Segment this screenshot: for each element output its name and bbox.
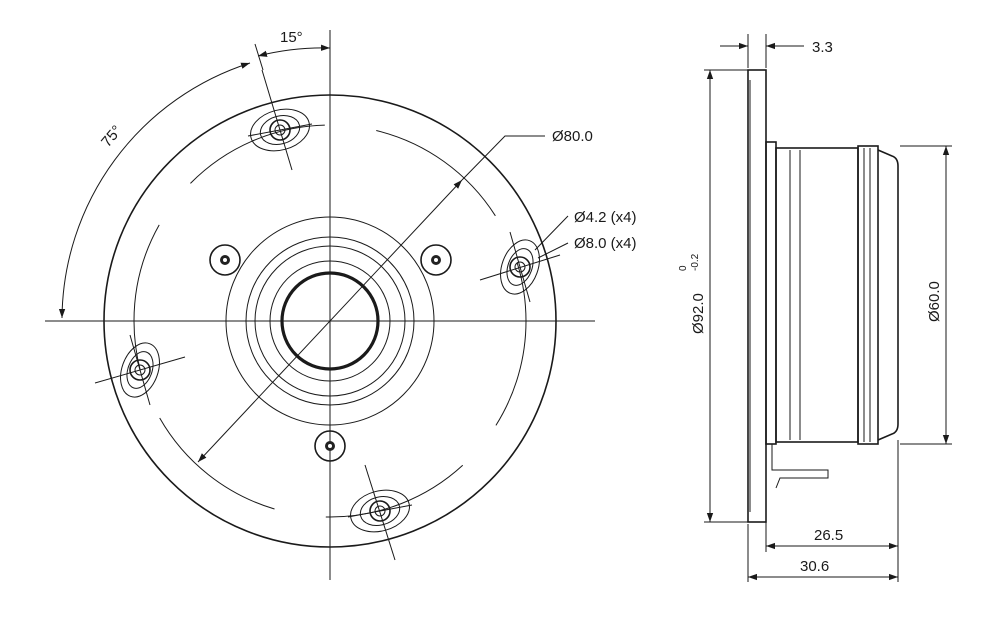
- side-terminal: [771, 444, 829, 489]
- side-flange: [747, 69, 767, 523]
- screw-left: [209, 244, 241, 276]
- mounting-hole-bottom: [347, 464, 413, 561]
- hole-small-label: Ø4.2 (x4): [574, 209, 637, 226]
- angle-15-extension: [254, 43, 264, 71]
- flange-diameter-dimension: [197, 179, 463, 463]
- outer-dia-tol-upper: 0: [678, 265, 689, 271]
- angle-15-label: 15°: [280, 29, 303, 46]
- side-step: [765, 141, 777, 445]
- hole-large-label: Ø8.0 (x4): [574, 235, 637, 252]
- flange-outer-circle: [103, 94, 557, 548]
- mounting-hole-top: [247, 69, 313, 171]
- outer-dia-label: Ø92.0: [690, 293, 707, 334]
- angle-75-label: 75°: [98, 122, 126, 150]
- mounting-hole-left: [94, 334, 186, 406]
- depth-body-label: 26.5: [814, 527, 843, 544]
- hole-large-leader: [537, 242, 569, 259]
- side-body: [775, 147, 859, 443]
- thickness-label: 3.3: [812, 39, 833, 56]
- bolt-circle-arc: [133, 124, 527, 518]
- angle-15-arc: [257, 44, 331, 57]
- depth-total-label: 30.6: [800, 558, 829, 575]
- mounting-hole-right: [479, 231, 561, 303]
- outer-dia-tol-lower: -0.2: [690, 253, 701, 271]
- side-rear-ring: [857, 145, 879, 445]
- screw-right: [420, 244, 452, 276]
- angle-75-arc: [58, 62, 251, 319]
- side-view: 3.3 Ø92.0 0 -0.2 Ø60.0 26.5 30.6: [678, 34, 952, 582]
- side-rear-cap: [877, 149, 899, 441]
- flange-diameter-leader: [461, 135, 545, 181]
- front-view: Ø80.0 Ø4.2 (x4) Ø8.0 (x4) 15° 75°: [45, 29, 637, 580]
- body-dia-label: Ø60.0: [926, 281, 943, 322]
- hole-small-leader: [534, 215, 569, 251]
- flange-diameter-label: Ø80.0: [552, 128, 593, 145]
